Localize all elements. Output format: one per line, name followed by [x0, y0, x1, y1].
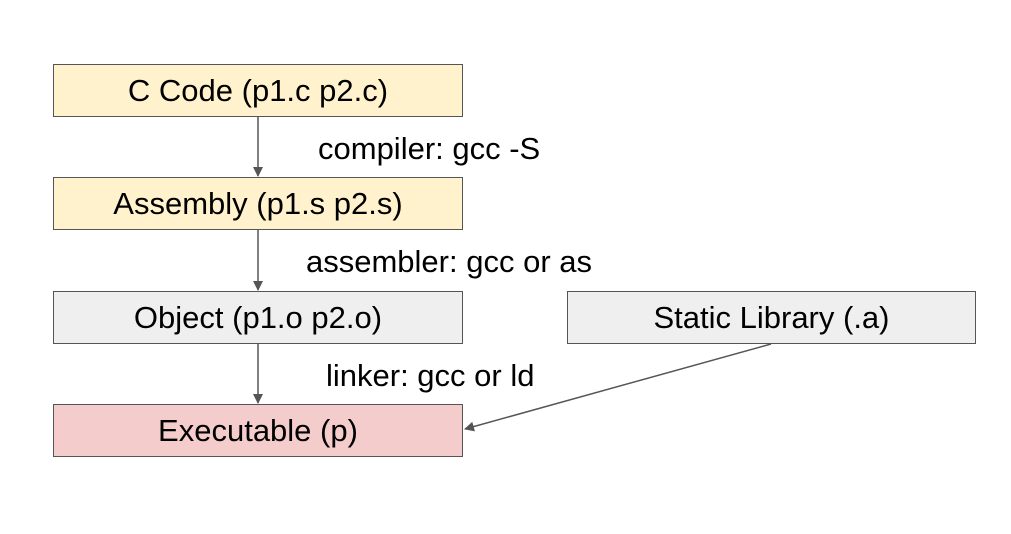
linker-edge-label: linker: gcc or ld: [326, 358, 535, 393]
assembler-edge-label: assembler: gcc or as: [306, 244, 592, 279]
c-code-node: C Code (p1.c p2.c): [53, 64, 463, 117]
c-code-label: C Code (p1.c p2.c): [127, 72, 389, 108]
executable-label: Executable (p): [158, 412, 358, 448]
assembly-node: Assembly (p1.s p2.s): [53, 177, 463, 230]
static-library-label: Static Library (.a): [653, 299, 890, 335]
compiler-edge-label: compiler: gcc -S: [318, 131, 541, 166]
object-node: Object (p1.o p2.o): [53, 291, 463, 344]
assembly-label: Assembly (p1.s p2.s): [113, 185, 403, 221]
arrow-library-to-executable: [464, 343, 772, 432]
executable-node: Executable (p): [53, 404, 463, 457]
static-library-node: Static Library (.a): [567, 291, 976, 344]
object-label: Object (p1.o p2.o): [133, 299, 383, 335]
